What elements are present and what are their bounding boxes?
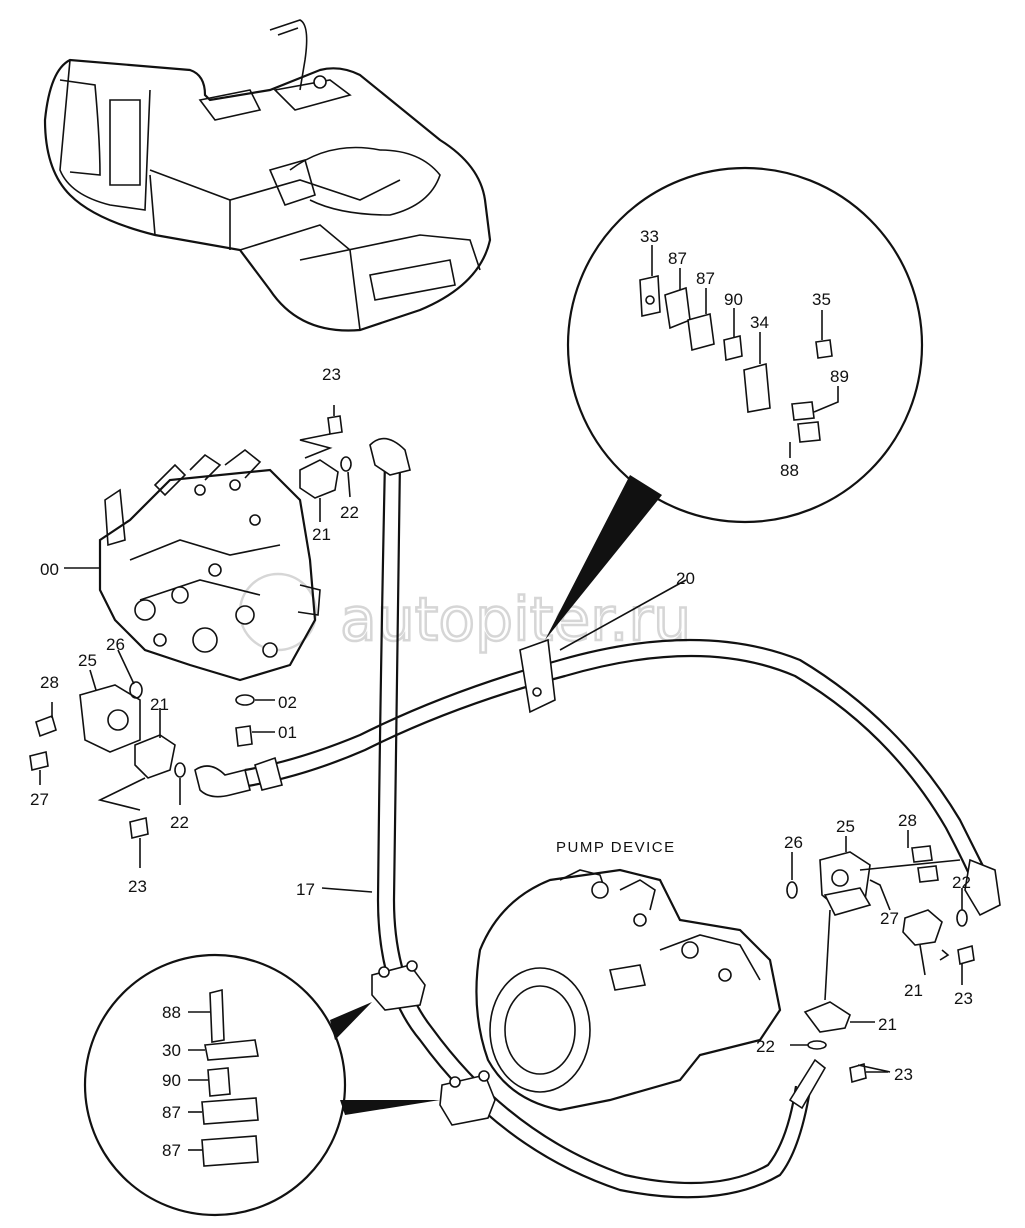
label-22-left: 22 — [170, 813, 189, 832]
split-flange-21-left — [134, 734, 176, 779]
o-ring-22-right — [956, 909, 968, 927]
o-ring-26-right — [786, 881, 798, 899]
label-28-right: 28 — [898, 811, 917, 830]
detail1-label-89: 89 — [830, 367, 849, 386]
label-26-right: 26 — [784, 833, 803, 852]
detail1-label-87a: 87 — [668, 249, 687, 268]
detail-circle-upper — [545, 166, 924, 640]
label-00: 00 — [40, 560, 59, 579]
label-27-right: 27 — [880, 909, 899, 928]
label-21-top: 21 — [312, 525, 331, 544]
split-flange-21-top — [299, 459, 339, 499]
detail1-label-87b: 87 — [696, 269, 715, 288]
detail1-label-35: 35 — [812, 290, 831, 309]
label-01: 01 — [278, 723, 297, 742]
split-flange-21-right — [803, 909, 943, 1033]
detail2-label-87b: 87 — [162, 1141, 181, 1160]
label-26-left: 26 — [106, 635, 125, 654]
label-23-left: 23 — [128, 877, 147, 896]
o-ring-22-top — [340, 456, 352, 472]
label-02: 02 — [278, 693, 297, 712]
detail1-label-90: 90 — [724, 290, 743, 309]
leader-lines — [39, 245, 963, 1151]
detail-pointer-lower-2 — [340, 1100, 440, 1115]
label-22-bottom: 22 — [756, 1037, 775, 1056]
label-25-left: 25 — [78, 651, 97, 670]
bolts — [29, 415, 975, 1084]
control-valve-illustration — [98, 448, 321, 682]
flange-block-25-left — [79, 684, 141, 753]
o-ring-26-left — [129, 681, 143, 699]
detail-pointer-lower-1 — [330, 1002, 372, 1040]
detail2-label-87a: 87 — [162, 1103, 181, 1122]
label-22-right: 22 — [952, 873, 971, 892]
detail2-label-88: 88 — [162, 1003, 181, 1022]
pump-device-illustration — [475, 868, 782, 1112]
label-27-left: 27 — [30, 790, 49, 809]
flange-block-25-right — [819, 851, 872, 916]
label-21-left: 21 — [150, 695, 169, 714]
excavator-illustration — [43, 19, 492, 332]
detail2-label-90: 90 — [162, 1071, 181, 1090]
o-ring-22-left — [174, 762, 186, 778]
clamp-lower-2 — [439, 1070, 496, 1126]
detail-circle-lower — [83, 953, 440, 1217]
detail1-label-34: 34 — [750, 313, 769, 332]
label-25-right: 25 — [836, 817, 855, 836]
hose-20 — [194, 638, 1001, 917]
detail2-label-30: 30 — [162, 1041, 181, 1060]
label-17: 17 — [296, 880, 315, 899]
label-21-right: 21 — [904, 981, 923, 1000]
label-20: 20 — [676, 569, 695, 588]
o-ring-02 — [235, 694, 255, 706]
detail1-label-33: 33 — [640, 227, 659, 246]
o-ring-22-bottom — [807, 1040, 827, 1050]
label-23-top: 23 — [322, 365, 341, 384]
pump-device-caption: PUMP DEVICE — [556, 839, 676, 856]
label-22-top: 22 — [340, 503, 359, 522]
detail1-label-88: 88 — [780, 461, 799, 480]
clamp-lower-1 — [371, 960, 426, 1011]
label-28-left: 28 — [40, 673, 59, 692]
clamp-upper — [519, 638, 556, 714]
label-23-bottom: 23 — [894, 1065, 913, 1084]
detail-pointer-upper — [545, 475, 662, 640]
label-21-bottom: 21 — [878, 1015, 897, 1034]
label-23-right: 23 — [954, 989, 973, 1008]
